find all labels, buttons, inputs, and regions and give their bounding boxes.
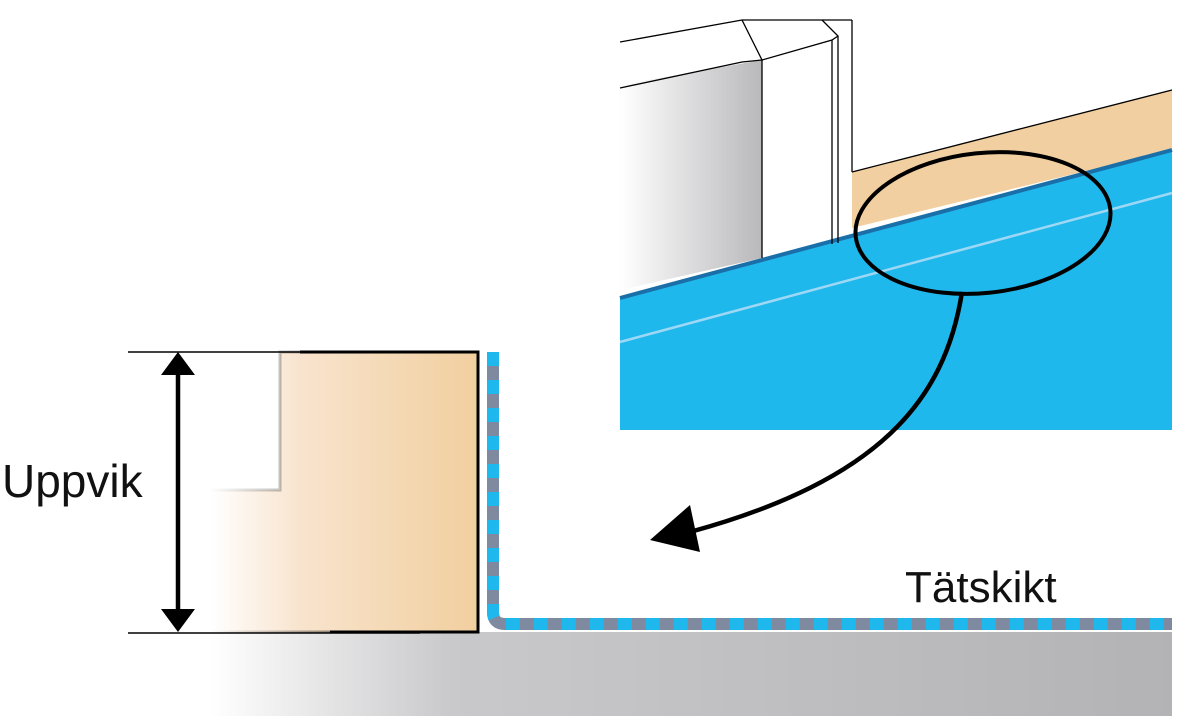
- floor-slab: [210, 632, 1172, 716]
- detail-arrow-head: [650, 505, 700, 552]
- dimension-arrow-bottom: [161, 609, 195, 632]
- inset-board-layer: [852, 90, 1172, 228]
- tatskikt-label: Tätskikt: [905, 563, 1057, 612]
- inset-detail: [619, 19, 1173, 430]
- main-detail: [128, 350, 1172, 716]
- uppvik-label: Uppvik: [2, 455, 144, 507]
- inset-wall-block: [620, 60, 762, 290]
- dimension-arrow-top: [161, 352, 195, 375]
- upturn-board: [210, 352, 478, 632]
- membrane-layer-dashes: [487, 352, 1172, 630]
- highlight-ellipse: [853, 150, 1113, 296]
- inset-water-highlight: [619, 191, 1173, 344]
- upturn-board-outline-solid: [300, 350, 480, 634]
- inset-water-edge: [619, 148, 1173, 300]
- inset-wall-outline: [619, 19, 1173, 258]
- detail-arrow: [689, 291, 965, 535]
- inset-water-layer: [620, 150, 1172, 430]
